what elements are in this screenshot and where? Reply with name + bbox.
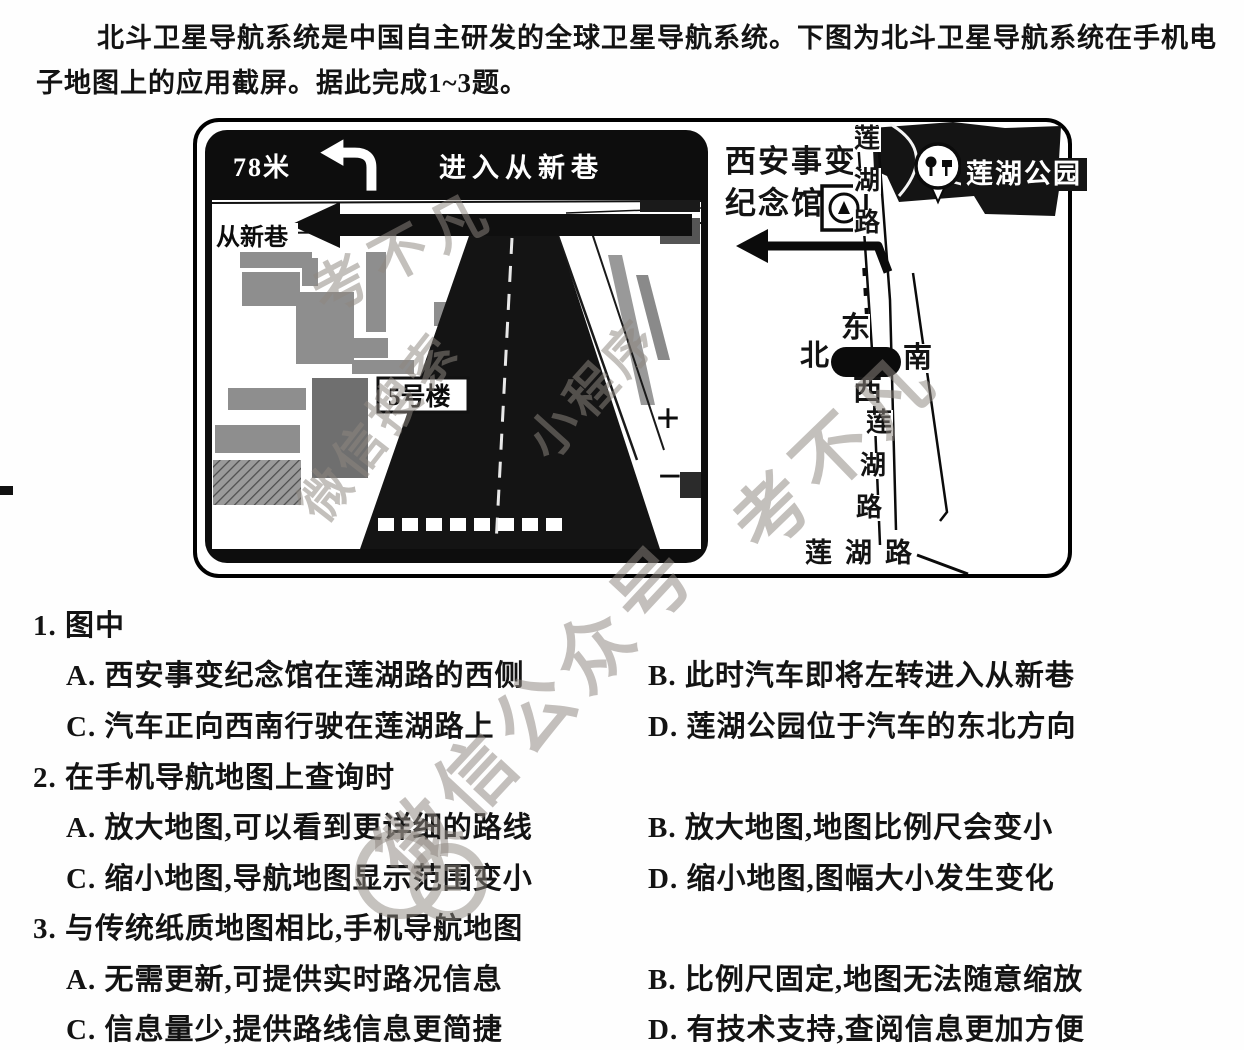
q3-option-a: A. 无需更新,可提供实时路况信息	[66, 964, 503, 996]
park-pin-icon	[914, 142, 962, 205]
crosswalk	[378, 518, 562, 531]
map-figure: 78米 进入从新巷	[193, 118, 1087, 578]
q1-option-d: D. 莲湖公园位于汽车的东北方向	[648, 711, 1077, 743]
q3-stem: 3. 与传统纸质地图相比,手机导航地图	[33, 913, 524, 945]
intro-line1: 北斗卫星导航系统是中国自主研发的全球卫星导航系统。下图为北斗卫星导航系统在手机电	[97, 23, 1217, 53]
main-road	[360, 233, 660, 549]
turn-left-arrow-icon	[320, 139, 377, 191]
compass-north: 北	[800, 340, 830, 372]
road-name-bottom: 莲湖路	[805, 538, 925, 568]
side-streets	[555, 232, 665, 461]
q2-option-d: D. 缩小地图,图幅大小发生变化	[648, 863, 1055, 895]
building-label-box: 5号楼	[376, 376, 470, 414]
road-name-lower-3: 路	[855, 493, 884, 522]
q1-stem: 1. 图中	[33, 610, 126, 642]
q2-option-a: A. 放大地图,可以看到更详细的路线	[66, 812, 533, 844]
nav-map: 从新巷 5号楼 + −	[212, 200, 701, 549]
q1-option-b: B. 此时汽车即将左转进入从新巷	[648, 660, 1075, 692]
intro-line2: 子地图上的应用截屏。据此完成1~3题。	[36, 68, 529, 98]
road-name-lower-1: 莲	[865, 408, 894, 437]
car-symbol	[831, 347, 901, 377]
q3-option-b: B. 比例尺固定,地图无法随意缩放	[648, 964, 1084, 996]
memorial-label-line2: 纪念馆	[725, 186, 824, 221]
road-name-lower-2: 湖	[859, 451, 888, 480]
map-buildings	[213, 200, 700, 539]
phone-nav-screenshot: 78米 进入从新巷	[205, 130, 708, 563]
q2-option-c: C. 缩小地图,导航地图显示范围变小	[66, 863, 533, 895]
nav-banner: 78米 进入从新巷	[205, 130, 708, 200]
compass-south: 南	[903, 342, 933, 374]
q3-option-d: D. 有技术支持,查阅信息更加方便	[648, 1014, 1085, 1046]
memorial-label-line1: 西安事变	[725, 144, 857, 179]
zoom-out-button: −	[658, 454, 682, 500]
scan-artifact	[0, 486, 13, 495]
nav-distance: 78米	[233, 152, 292, 182]
compass-west: 西	[853, 375, 883, 407]
route-arrow	[290, 202, 692, 248]
road-name-upper-3: 路	[853, 208, 882, 237]
map-edge-mark	[680, 472, 701, 498]
q1-option-c: C. 汽车正向西南行驶在莲湖路上	[66, 711, 495, 743]
nav-instruction: 进入从新巷	[439, 152, 605, 183]
compass-east: 东	[841, 312, 871, 344]
street-label: 从新巷	[212, 223, 298, 251]
zoom-in-button: +	[656, 396, 680, 442]
building-label-text: 5号楼	[388, 383, 451, 411]
q3-option-c: C. 信息量少,提供路线信息更简捷	[66, 1014, 503, 1046]
road-name-upper-2: 湖	[853, 166, 882, 195]
road-name-upper-1: 莲	[853, 124, 882, 153]
park-label: 莲湖公园	[961, 158, 1087, 191]
street-label-text: 从新巷	[216, 223, 289, 251]
second-road	[911, 272, 949, 522]
q2-option-b: B. 放大地图,地图比例尺会变小	[648, 812, 1054, 844]
q2-stem: 2. 在手机导航地图上查询时	[33, 762, 396, 794]
q1-option-a: A. 西安事变纪念馆在莲湖路的西侧	[66, 660, 525, 692]
